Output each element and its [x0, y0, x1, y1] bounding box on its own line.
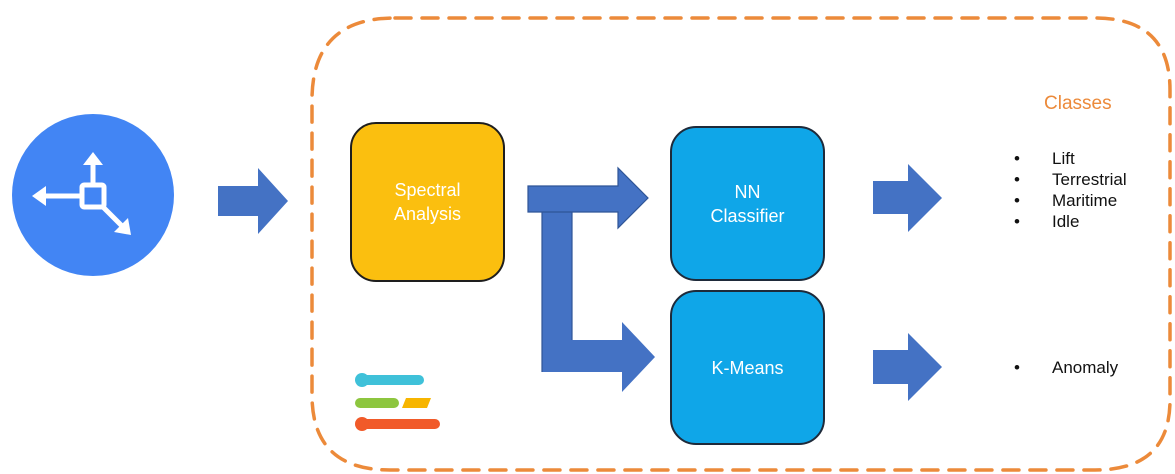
- spectral-analysis-label: Spectral Analysis: [393, 180, 462, 224]
- kmeans-output-arrow: [873, 333, 942, 401]
- nn-classifier-label: NN Classifier: [710, 181, 785, 226]
- nn-output-arrow: [873, 164, 942, 232]
- kmeans-label: K-Means: [711, 357, 784, 378]
- nn-classifier-block: NN Classifier: [670, 126, 825, 281]
- classes-list: Lift Terrestrial Maritime Idle: [1014, 148, 1127, 232]
- axis-move-icon: [12, 114, 174, 276]
- class-item-terrestrial: Terrestrial: [1014, 169, 1127, 190]
- class-item-maritime: Maritime: [1014, 190, 1127, 211]
- input-arrow: [218, 168, 288, 234]
- classes-title: Classes: [1044, 93, 1112, 114]
- class-item-lift: Lift: [1014, 148, 1127, 169]
- anomaly-list: Anomaly: [1014, 357, 1118, 378]
- spectral-analysis-block: Spectral Analysis: [350, 122, 505, 282]
- anomaly-item: Anomaly: [1014, 357, 1118, 378]
- class-item-idle: Idle: [1014, 211, 1127, 232]
- pipeline-dashed-frame: [310, 16, 1172, 472]
- kmeans-block: K-Means: [670, 290, 825, 445]
- split-arrow: [527, 166, 655, 392]
- edge-impulse-logo-icon: [355, 373, 440, 431]
